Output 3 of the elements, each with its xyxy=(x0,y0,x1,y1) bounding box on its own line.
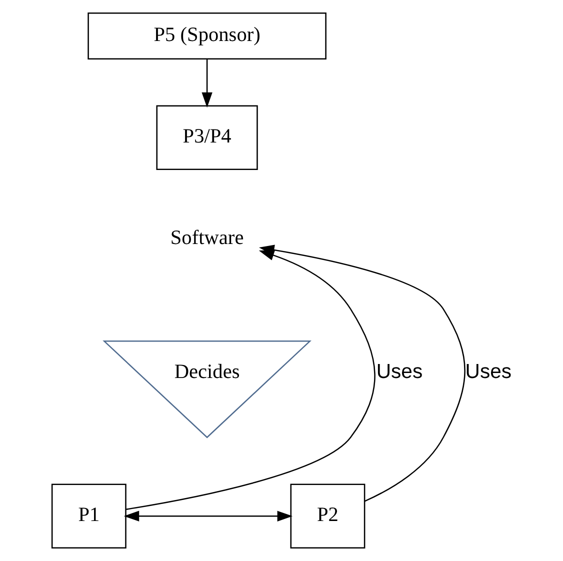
edge-label: Uses xyxy=(376,361,422,384)
node-text: Software xyxy=(170,227,244,250)
edge-label: Uses xyxy=(464,361,512,384)
